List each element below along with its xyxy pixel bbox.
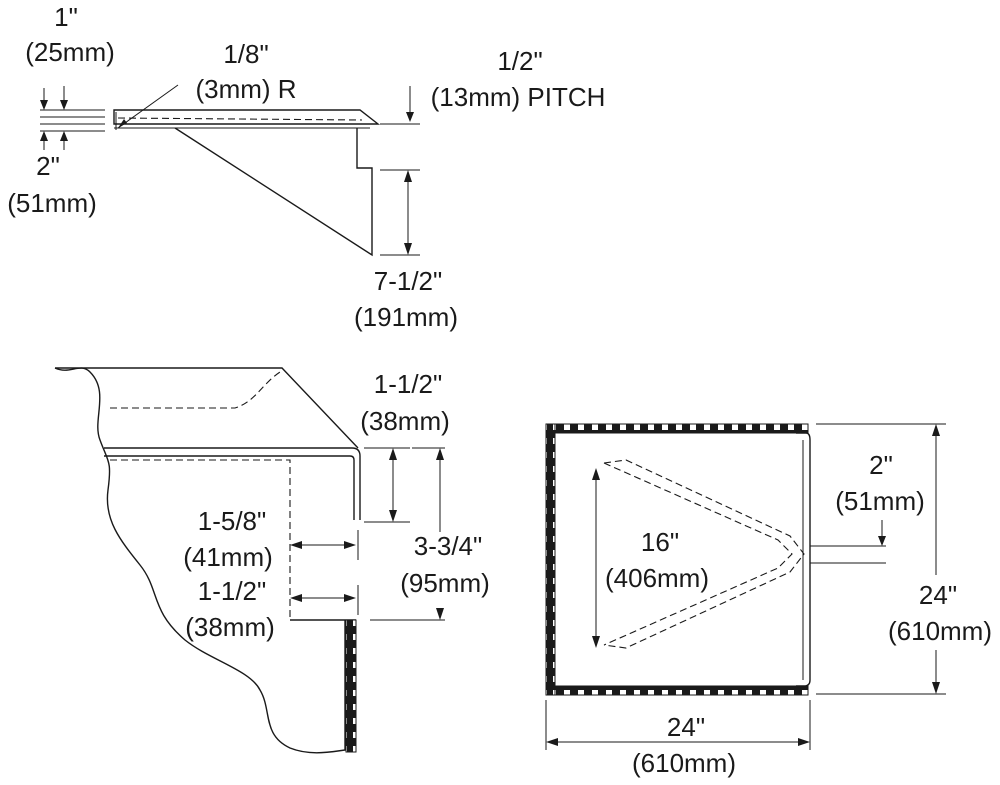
basin-outer-dashed <box>603 459 805 649</box>
dim-width-mm-label: (610mm) <box>632 748 736 778</box>
dim-radius-label: 1/8" <box>223 39 268 69</box>
side-dim-arrow-top <box>932 424 940 436</box>
wall-section <box>345 619 357 753</box>
dim-drop-label: 3-3/4" <box>414 531 483 561</box>
radius-arrow <box>118 119 127 128</box>
rim-top-outline <box>55 367 359 449</box>
plan-right-edge <box>796 432 811 687</box>
dim-1in-arrows <box>43 86 65 108</box>
wall-top <box>545 423 809 434</box>
drop-dim-ext <box>370 447 445 621</box>
dim-drain-label: 2" <box>869 450 893 480</box>
dim-pitch-mm-label: (13mm) PITCH <box>431 82 606 112</box>
dim-width-label: 24" <box>667 712 705 742</box>
dim-depth-label: 1-5/8" <box>198 506 267 536</box>
drop-dim-arrow-bottom <box>436 608 444 620</box>
radius-leader <box>117 84 179 129</box>
wall-bottom <box>545 685 809 696</box>
lip-dim-arrow-bottom <box>389 510 397 522</box>
shelf-top-outline <box>113 109 381 125</box>
basin-dim-arrow-bottom <box>592 636 600 648</box>
dim-side-label: 24" <box>919 580 957 610</box>
plan-view: 16" (406mm) 2" (51mm) 24" (610mm) 24" (6… <box>545 423 992 778</box>
height-arrow-top <box>404 170 412 182</box>
dim-lip-mm-label: (38mm) <box>360 406 450 436</box>
section-view: 1-1/2" (38mm) 1-5/8" (41mm) 1-1/2" (38mm… <box>54 367 490 754</box>
depth-dim-arrow-right <box>344 541 356 549</box>
dim-pitch-label: 1/2" <box>497 46 542 76</box>
lip-dim-ext <box>364 447 410 523</box>
dim-radius-mm-label: (3mm) R <box>195 74 296 104</box>
lip-dim-arrow-top <box>389 448 397 460</box>
gap-dim-arrow-left <box>290 594 302 602</box>
dim-2in-arrows <box>43 133 65 150</box>
dim-1in-arrowhead-a <box>40 100 48 110</box>
left-ext-lines <box>40 109 105 132</box>
basin-dim-arrow-top <box>592 468 600 480</box>
dim-2in-label: 2" <box>36 151 60 181</box>
dim-basin-label: 16" <box>641 527 679 557</box>
lip-inner <box>104 455 355 520</box>
dim-height-mm-label: (191mm) <box>354 302 458 332</box>
dim-1in-mm-label: (25mm) <box>25 37 115 67</box>
dim-lip-label: 1-1/2" <box>374 369 443 399</box>
basin-break-outline <box>54 367 346 754</box>
gap-dim-arrow-right <box>344 594 356 602</box>
dim-height-label: 7-1/2" <box>374 266 443 296</box>
drain-pipe <box>810 545 886 564</box>
side-dim-ext <box>816 423 946 695</box>
shelf-pitch-dashed <box>117 117 363 121</box>
dim-gap-label: 1-1/2" <box>198 576 267 606</box>
dim-side-mm-label: (610mm) <box>888 616 992 646</box>
width-dim-arrow-right <box>798 738 810 746</box>
dim-drop-mm-label: (95mm) <box>400 568 490 598</box>
basin-inner-dashed <box>603 462 793 646</box>
dim-2in-arrowhead-a <box>40 131 48 141</box>
dim-2in-mm-label: (51mm) <box>7 188 97 218</box>
dim-depth-mm-label: (41mm) <box>183 542 273 572</box>
drain-dim-arrowhead <box>878 536 886 546</box>
dim-gap-mm-label: (38mm) <box>185 612 275 642</box>
pitch-arrowhead <box>406 112 414 122</box>
dim-2in-arrowhead-b <box>60 131 68 141</box>
height-ext-lines <box>380 169 420 256</box>
lip-outline <box>104 447 361 520</box>
support-bracket <box>174 127 373 257</box>
height-arrow-bottom <box>404 243 412 255</box>
lip-hidden-line <box>110 459 291 620</box>
width-dim-arrow-left <box>546 738 558 746</box>
dim-basin-mm-label: (406mm) <box>605 563 709 593</box>
drop-dim-arrow-top <box>436 448 444 460</box>
side-dim-arrow-bottom <box>932 682 940 694</box>
rim-hidden-line <box>110 371 281 409</box>
wall-left <box>545 423 556 696</box>
width-dim-ext <box>545 700 811 750</box>
elevation-view: 1" (25mm) 1/8" (3mm) R 1/2" (13mm) PITCH… <box>7 2 605 332</box>
dim-1in-arrowhead-b <box>60 100 68 110</box>
dim-1in-label: 1" <box>54 2 78 32</box>
depth-dim-arrow-left <box>290 541 302 549</box>
dim-drain-mm-label: (51mm) <box>835 486 925 516</box>
